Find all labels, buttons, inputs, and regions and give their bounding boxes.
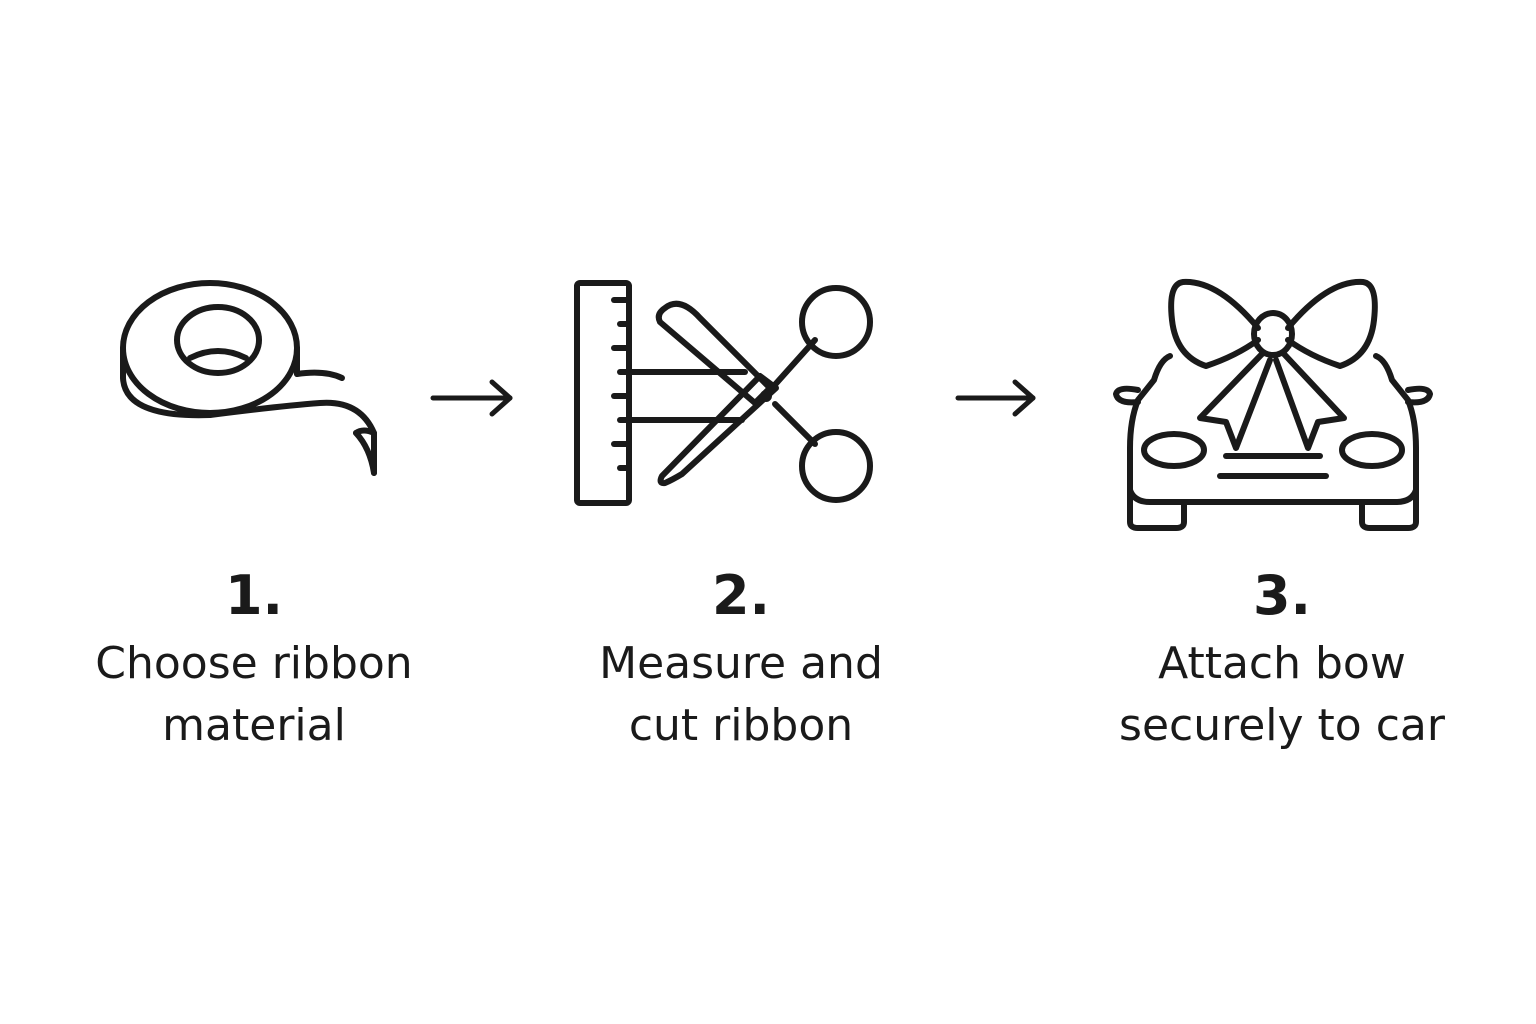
step-3: 3. Attach bow securely to car: [1062, 560, 1502, 756]
arrow-right-icon: [430, 378, 514, 418]
step-1: 1. Choose ribbon material: [34, 560, 474, 756]
step-label-line1: Choose ribbon: [95, 638, 413, 689]
step-label-line2: material: [162, 700, 346, 751]
step-label-line1: Attach bow: [1158, 638, 1406, 689]
step-2: 2. Measure and cut ribbon: [521, 560, 961, 756]
step-number: 2.: [711, 564, 771, 627]
ribbon-roll-icon: [120, 278, 382, 488]
arrow-right-icon: [955, 378, 1037, 418]
step-label-line2: cut ribbon: [628, 700, 854, 751]
ruler-scissors-icon: [570, 278, 880, 510]
step-label-line1: Measure and: [599, 638, 883, 689]
step-number: 1.: [224, 564, 284, 627]
step-label-line2: securely to car: [1119, 700, 1445, 751]
car-bow-icon: [1108, 270, 1438, 532]
step-number: 3.: [1252, 564, 1312, 627]
